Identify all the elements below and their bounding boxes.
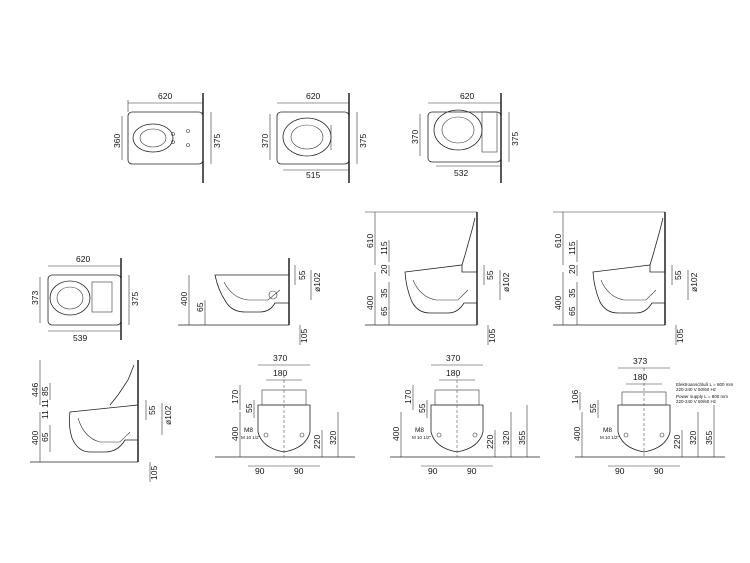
front1-b90a: 90 — [255, 466, 265, 476]
side2-h115: 115 — [379, 241, 389, 255]
front2-h400: 400 — [391, 427, 401, 441]
front1-thread: M8 — [244, 427, 253, 434]
front2-h220: 220 — [485, 435, 495, 449]
front-view-1: 370 180 170 400 55 M8 M 10 1/2" 220 320 … — [215, 353, 355, 476]
top3-width-label: 620 — [460, 91, 474, 101]
top-view-2: 620 370 375 515 — [260, 91, 368, 183]
side3-h65: 65 — [567, 306, 577, 316]
front1-thread2: M 10 1/2" — [241, 435, 261, 440]
front3-h400: 400 — [572, 427, 582, 441]
front2-h320: 320 — [501, 431, 511, 445]
front1-b90b: 90 — [294, 466, 304, 476]
side4-h11a: 11 — [40, 399, 50, 408]
front3-w373: 373 — [633, 356, 647, 366]
side4-d102: ø102 — [163, 405, 173, 425]
side1-d105: 105 — [299, 329, 309, 343]
side3-h35: 35 — [567, 288, 577, 298]
top1-depth-right: 375 — [212, 134, 222, 148]
front-view-3: 373 180 106 400 55 M8 M 10 1/2" 220 320 … — [570, 356, 733, 476]
side-view-4: 446 400 85 11 11 65 55 ø102 105 — [30, 360, 173, 482]
top4-width-label: 620 — [76, 254, 90, 264]
side4-h65: 65 — [40, 432, 50, 442]
front2-h355: 355 — [517, 431, 527, 445]
side-view-2: 610 400 65 35 20 115 55 ø102 105 — [365, 211, 511, 345]
side2-h65: 65 — [379, 306, 389, 316]
top1-width-label: 620 — [158, 91, 172, 101]
front3-thread: M8 — [603, 427, 612, 434]
side3-d55: 55 — [673, 270, 683, 280]
top2-depth-right: 375 — [358, 134, 368, 148]
front3-note-en-volt: 220-240 V 50/60 Hz — [676, 399, 717, 404]
top-view-1: 620 360 375 — [112, 91, 222, 183]
front1-h220: 220 — [312, 435, 322, 449]
side3-h20: 20 — [567, 264, 577, 274]
front2-b90b: 90 — [467, 466, 477, 476]
front-view-2: 370 180 170 400 55 M8 M 10 1/2" 220 320 … — [390, 353, 540, 476]
front2-thread: M8 — [415, 427, 424, 434]
top3-depth-right: 375 — [510, 132, 520, 146]
front2-thread2: M 10 1/2" — [412, 435, 432, 440]
side4-h446: 446 — [30, 383, 40, 397]
side1-d55: 55 — [297, 270, 307, 280]
side1-d102: ø102 — [312, 272, 322, 292]
front3-h320: 320 — [688, 431, 698, 445]
front2-h55: 55 — [417, 403, 427, 413]
side2-h610: 610 — [365, 234, 375, 248]
front1-w370: 370 — [273, 353, 287, 363]
front1-h320: 320 — [328, 431, 338, 445]
side4-d55: 55 — [147, 405, 157, 415]
side-view-1: 400 65 55 ø102 105 — [178, 258, 322, 345]
top3-bottom-label: 532 — [454, 168, 468, 178]
front2-w370: 370 — [446, 353, 460, 363]
front3-thread2: M 10 1/2" — [600, 435, 620, 440]
front3-note-en: Power supply L = 800 mm — [676, 394, 728, 399]
front2-b90a: 90 — [428, 466, 438, 476]
top-view-4: 620 373 375 539 — [30, 254, 140, 343]
top3-depth-left: 370 — [410, 130, 420, 144]
top2-bottom-label: 515 — [306, 170, 320, 180]
side2-d105: 105 — [487, 329, 497, 343]
front3-h355: 355 — [704, 431, 714, 445]
top2-depth-left: 370 — [260, 134, 270, 148]
front2-w180: 180 — [446, 368, 460, 378]
front1-h400: 400 — [230, 427, 240, 441]
front1-h170: 170 — [230, 390, 240, 404]
front1-h55: 55 — [244, 403, 254, 413]
side2-d55: 55 — [485, 270, 495, 280]
top1-depth-left: 360 — [112, 134, 122, 148]
top4-depth-left: 373 — [30, 291, 40, 305]
front3-b90a: 90 — [615, 466, 625, 476]
front3-h55: 55 — [588, 403, 598, 413]
side4-h85: 85 — [40, 386, 50, 396]
side2-h35: 35 — [379, 288, 389, 298]
front3-b90b: 90 — [654, 466, 664, 476]
front3-note-de-volt: 220-240 V 50/60 Hz — [676, 387, 717, 392]
front3-h220: 220 — [672, 435, 682, 449]
side3-h115: 115 — [567, 241, 577, 255]
side1-h65: 65 — [195, 302, 205, 312]
side2-h400: 400 — [365, 296, 375, 310]
side3-d102: ø102 — [689, 272, 699, 292]
top4-bottom-label: 539 — [73, 333, 87, 343]
top2-width-label: 620 — [306, 91, 320, 101]
front2-h170: 170 — [403, 390, 413, 404]
front3-note-de: Elektroanschluß L = 800 mm — [676, 382, 733, 387]
side3-h610: 610 — [553, 234, 563, 248]
top-view-3: 620 370 375 532 — [410, 91, 520, 183]
top4-depth-right: 375 — [130, 292, 140, 306]
side2-h20: 20 — [379, 264, 389, 274]
side1-h400: 400 — [179, 292, 189, 306]
side4-h11b: 11 — [40, 410, 50, 419]
side4-d105: 105 — [149, 466, 159, 480]
side4-h400: 400 — [30, 431, 40, 445]
front3-w180: 180 — [633, 372, 647, 382]
side-view-3: 610 400 65 35 20 115 55 ø102 105 — [553, 211, 699, 345]
side3-d105: 105 — [675, 329, 685, 343]
side3-h400: 400 — [553, 296, 563, 310]
front3-h106: 106 — [570, 390, 580, 404]
side2-d102: ø102 — [501, 272, 511, 292]
front1-w180: 180 — [273, 368, 287, 378]
